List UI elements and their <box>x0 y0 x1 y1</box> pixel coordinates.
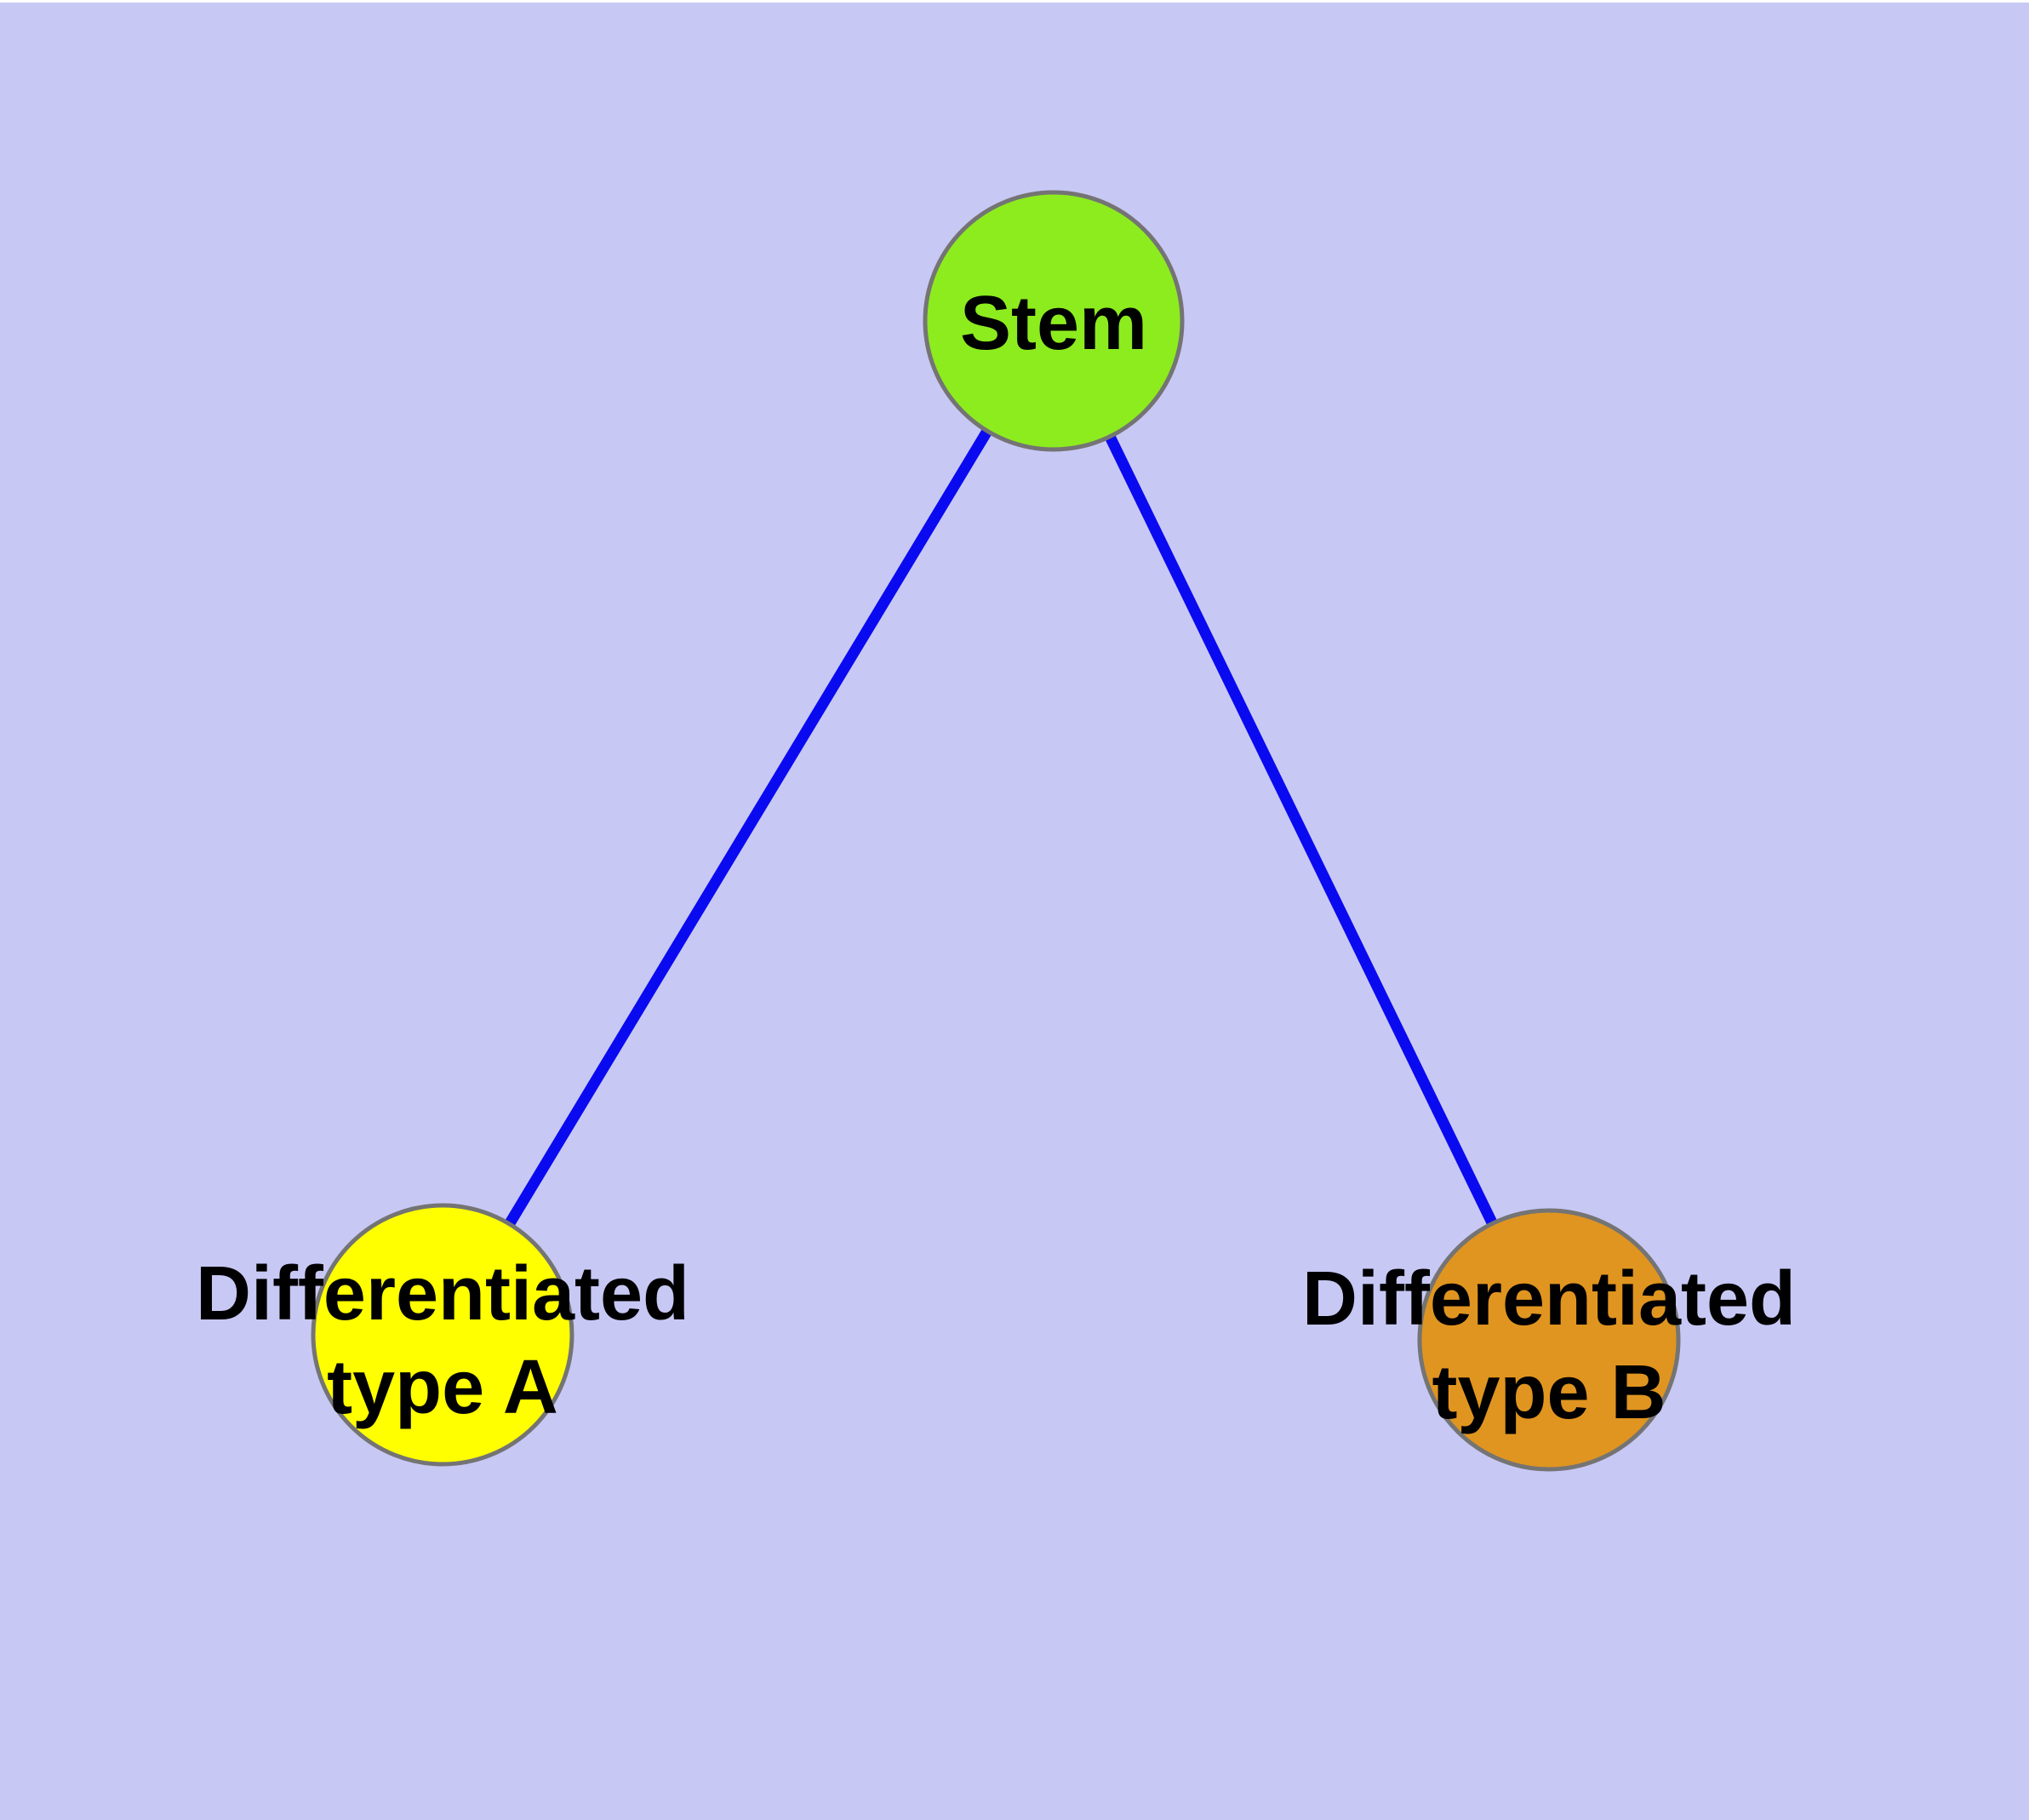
node-stem: Stem <box>923 190 1185 452</box>
node-differentiated-type-b-label-line2: type B <box>1432 1350 1666 1435</box>
node-stem-label: Stem <box>960 281 1147 366</box>
diagram-canvas: Stem Differentiated type A Differentiate… <box>0 3 2029 1820</box>
node-differentiated-type-a: Differentiated type A <box>196 1203 689 1467</box>
edge-stem-to-type-b <box>1049 318 1554 1342</box>
edge-stem-to-type-a <box>437 318 1059 1338</box>
node-differentiated-type-b: Differentiated type B <box>1302 1208 1796 1472</box>
node-differentiated-type-a-label-line1: Differentiated <box>196 1251 689 1336</box>
node-differentiated-type-a-label-line2: type A <box>327 1345 558 1430</box>
node-stem-circle <box>923 190 1185 452</box>
node-differentiated-type-a-circle <box>311 1203 574 1467</box>
node-differentiated-type-b-label-line1: Differentiated <box>1302 1256 1796 1342</box>
node-differentiated-type-b-circle <box>1417 1208 1681 1472</box>
